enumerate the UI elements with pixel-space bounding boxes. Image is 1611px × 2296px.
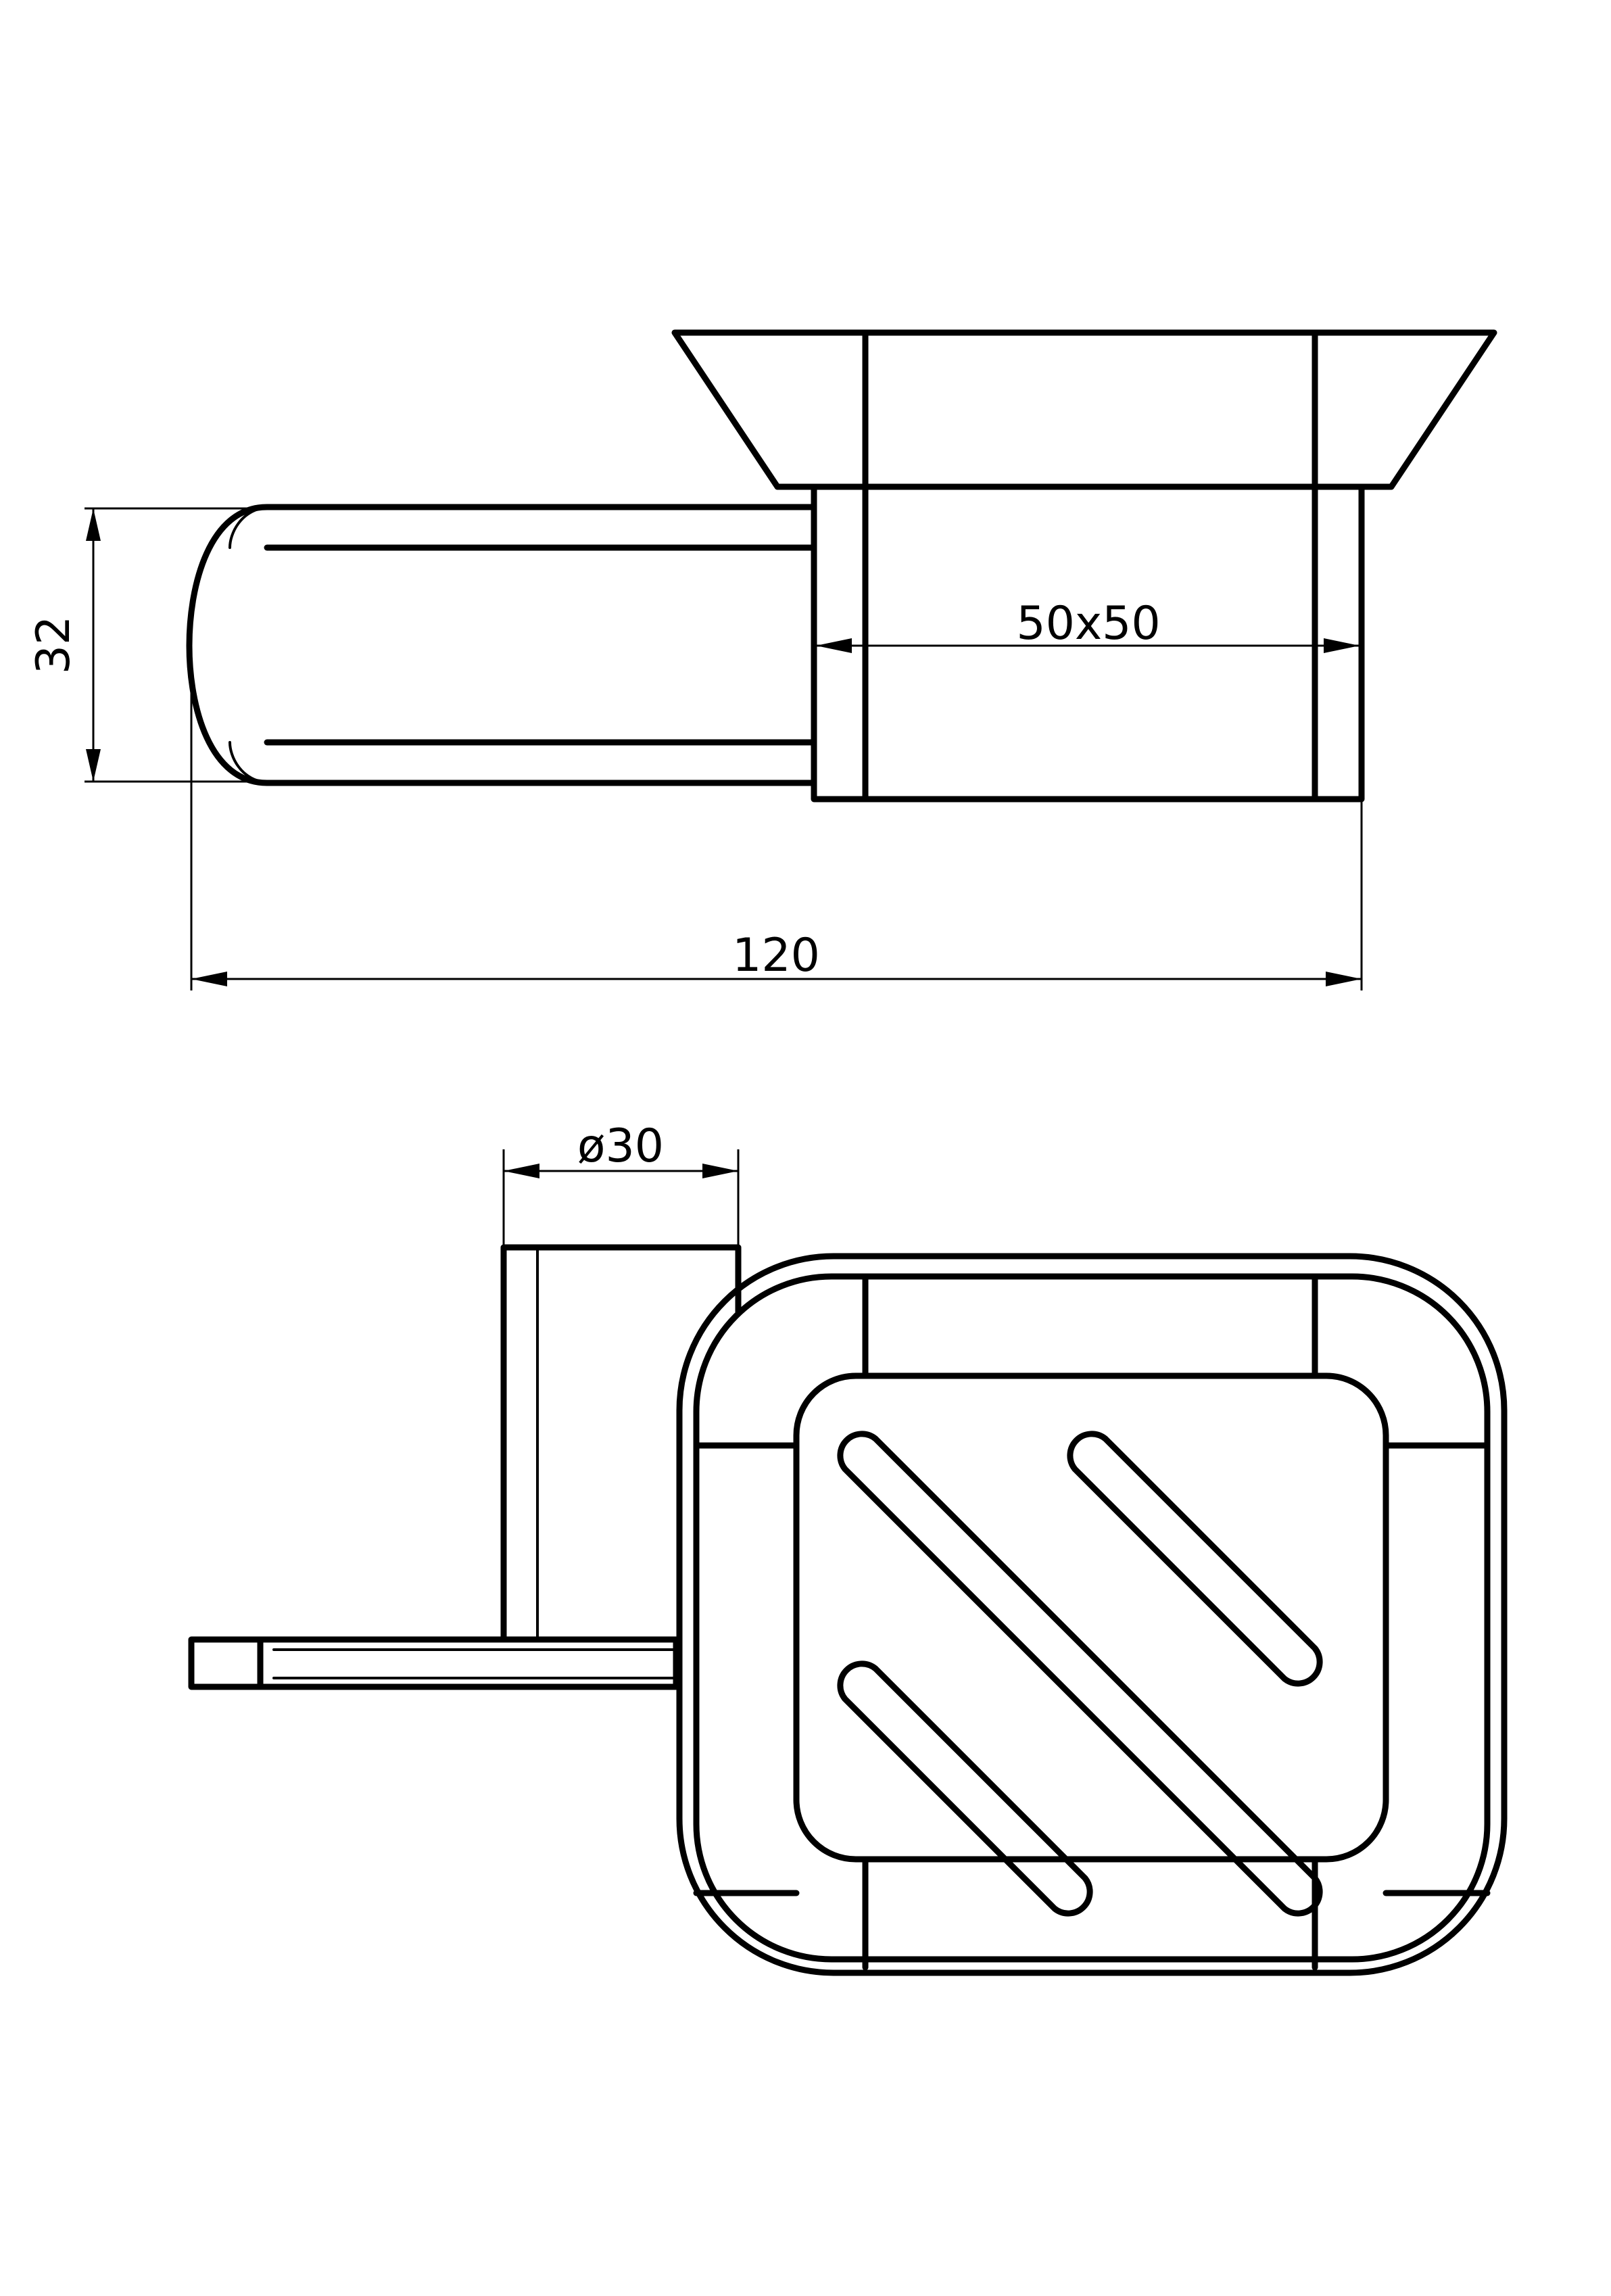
length-label: 120 (732, 929, 820, 982)
soap-dish-top (676, 1253, 1508, 1976)
diameter-label: ø30 (577, 1120, 664, 1173)
soap-dish-tray-side (671, 329, 1497, 490)
top-view: ø30 (188, 1120, 1508, 1976)
dimension-height: 32 (27, 507, 267, 783)
mount-label: 50x50 (1016, 597, 1160, 650)
side-view: 32 50x50 120 (27, 329, 1497, 990)
dimension-length: 120 (190, 666, 1363, 990)
dimension-diameter: ø30 (502, 1120, 740, 1247)
dimension-mount: 50x50 (816, 597, 1360, 653)
arm-top (188, 1636, 679, 1690)
height-label: 32 (27, 616, 80, 675)
wall-mount-top (500, 1244, 742, 1643)
arm-side (186, 504, 817, 786)
drain-slots (837, 1431, 1323, 1917)
